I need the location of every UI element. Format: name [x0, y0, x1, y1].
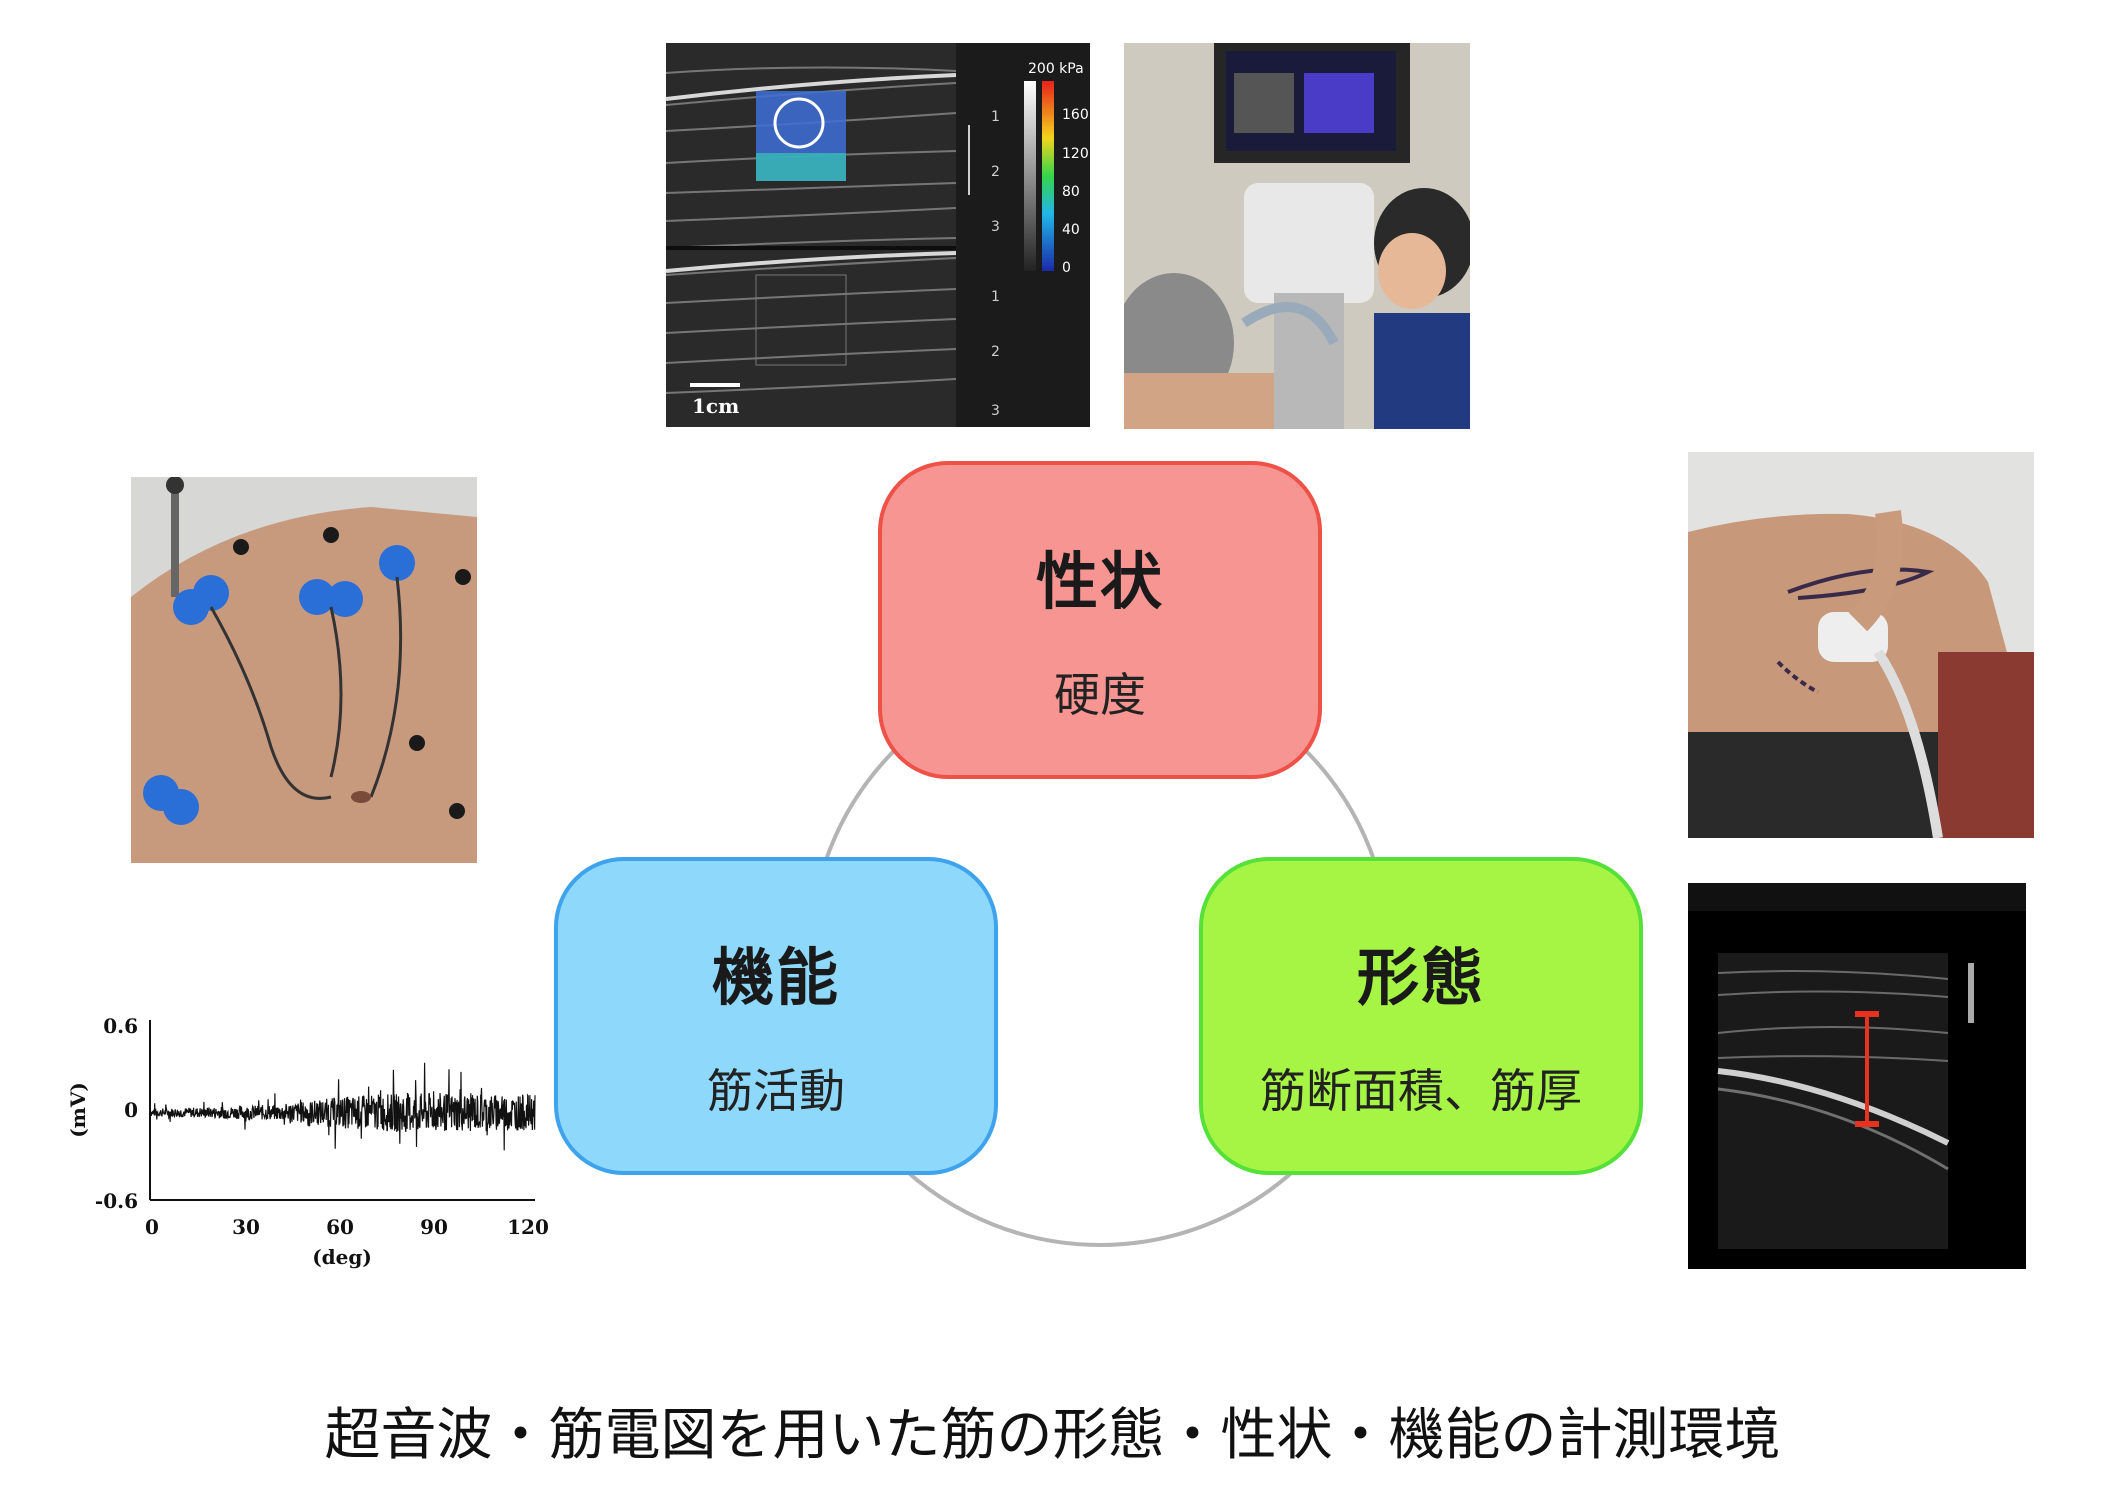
x-tick-label: 60 — [326, 1215, 354, 1239]
morphology-title: 形態 — [1356, 941, 1485, 1014]
x-tick-label: 90 — [420, 1215, 448, 1239]
colorbar-tick: 120 — [1062, 146, 1089, 162]
scale-label: 1cm — [692, 394, 739, 418]
depth-tick: 2 — [991, 164, 1000, 180]
emg-electrode-photo — [131, 477, 477, 863]
shoulder-scan-photo — [1688, 452, 2034, 838]
depth-tick: 1 — [991, 289, 1000, 305]
emg-plot-area — [149, 1062, 536, 1151]
properties-title: 性状 — [1035, 545, 1164, 618]
colorbar-tick: 40 — [1062, 222, 1080, 238]
colorbar-tick: 160 — [1062, 107, 1089, 123]
emg-signal-line — [149, 1062, 536, 1151]
function-title: 機能 — [711, 941, 840, 1014]
properties-subtitle: 硬度 — [1054, 668, 1146, 722]
colorbar-tick: 0 — [1062, 260, 1071, 276]
depth-tick: 2 — [991, 344, 1000, 360]
ultrasound-measurement-photo — [1124, 43, 1470, 429]
emg-chart: 0.6 0 -0.6 0 30 60 90 120 (deg) (mV) — [66, 1014, 549, 1269]
elastography-drawing: 1cm 1 2 3 1 2 3 200 kPa 160 120 80 40 0 — [666, 43, 1089, 427]
depth-tick: 3 — [991, 403, 1000, 419]
y-axis-label: (mV) — [66, 1082, 90, 1138]
depth-tick: 3 — [991, 219, 1000, 235]
x-axis-label: (deg) — [312, 1245, 372, 1269]
morphology-box: 形態 筋断面積、筋厚 — [1199, 857, 1643, 1175]
y-tick-label: 0 — [124, 1098, 138, 1122]
y-tick-label: -0.6 — [95, 1189, 138, 1213]
morphology-subtitle: 筋断面積、筋厚 — [1260, 1064, 1582, 1118]
colorbar-tick: 80 — [1062, 184, 1080, 200]
x-tick-label: 30 — [232, 1215, 260, 1239]
muscle-thickness-image — [1688, 883, 2026, 1269]
properties-box: 性状 硬度 — [878, 461, 1322, 779]
elastography-image: 1cm 1 2 3 1 2 3 200 kPa 160 120 80 40 0 — [666, 43, 1090, 427]
depth-tick: 1 — [991, 109, 1000, 125]
colorbar-unit: 200 kPa — [1028, 61, 1084, 77]
function-box: 機能 筋活動 — [554, 857, 998, 1175]
figure-caption: 超音波・筋電図を用いた筋の形態・性状・機能の計測環境 — [324, 1403, 1781, 1468]
function-subtitle: 筋活動 — [707, 1064, 845, 1118]
x-tick-label: 120 — [507, 1215, 549, 1239]
x-tick-label: 0 — [145, 1215, 159, 1239]
y-tick-label: 0.6 — [103, 1014, 138, 1038]
